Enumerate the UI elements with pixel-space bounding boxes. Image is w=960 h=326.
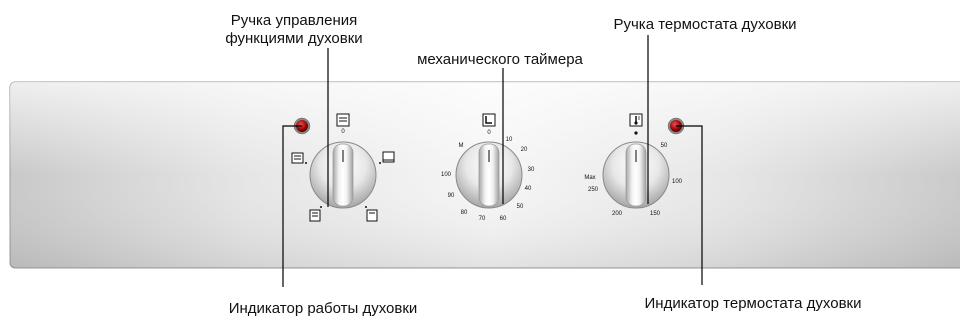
- callout-timer: механического таймера: [417, 51, 583, 68]
- thermostat-mark-150: 150: [650, 211, 661, 217]
- callout-thermostat-indicator: Индикатор термостата духовки: [644, 295, 862, 312]
- thermostat-mark-100: 100: [672, 179, 683, 185]
- callout-power-indicator: Индикатор работы духовки: [228, 300, 418, 317]
- callout-function-knob-line2: функциями духовки: [225, 30, 363, 47]
- function-knob-zero: 0: [341, 129, 345, 135]
- timer-mark-m: M: [459, 143, 464, 149]
- timer-mark-100: 100: [441, 172, 452, 178]
- oven-light-icon: [365, 206, 378, 222]
- timer-mark-30: 30: [528, 167, 535, 173]
- leader-lines: [282, 35, 703, 287]
- thermostat-mark-250: 250: [588, 187, 599, 193]
- oven-fan-icon: [379, 151, 395, 164]
- callout-function-knob: Ручка управления функциями духовки: [204, 12, 384, 48]
- timer-mark-60: 60: [500, 216, 507, 222]
- thermostat-mark-max: Max: [584, 175, 595, 181]
- thermostat-mark-200: 200: [612, 211, 623, 217]
- callout-function-knob-line1: Ручка управления: [230, 12, 358, 29]
- timer-knob: [455, 141, 523, 209]
- timer-scale: 0 10 20 30 40 50 60 70 80 90 100 M: [441, 130, 535, 222]
- clock-icon: [482, 113, 496, 127]
- timer-mark-80: 80: [461, 210, 468, 216]
- oven-top-icon: [336, 113, 350, 127]
- function-knob: [309, 141, 377, 209]
- timer-mark-50: 50: [517, 204, 524, 210]
- timer-mark-20: 20: [521, 147, 528, 153]
- thermostat-mark-50: 50: [661, 143, 668, 149]
- timer-mark-40: 40: [525, 186, 532, 192]
- oven-grill-icon: [309, 206, 322, 222]
- thermostat-knob: [602, 141, 670, 209]
- leader-power-indicator: [282, 125, 302, 287]
- thermometer-icon: [629, 113, 643, 127]
- timer-mark-70: 70: [479, 216, 486, 222]
- thermostat-zero-dot: [634, 131, 638, 135]
- timer-mark-10: 10: [506, 137, 513, 143]
- timer-mark-90: 90: [448, 193, 455, 199]
- leader-thermostat-indicator: [676, 125, 703, 285]
- callout-thermostat-knob: Ручка термостата духовки: [613, 16, 797, 33]
- timer-mark-0: 0: [487, 130, 491, 136]
- oven-bottom-icon: [291, 152, 307, 164]
- thermostat-scale: 50 100 150 200 250 Max: [584, 143, 682, 217]
